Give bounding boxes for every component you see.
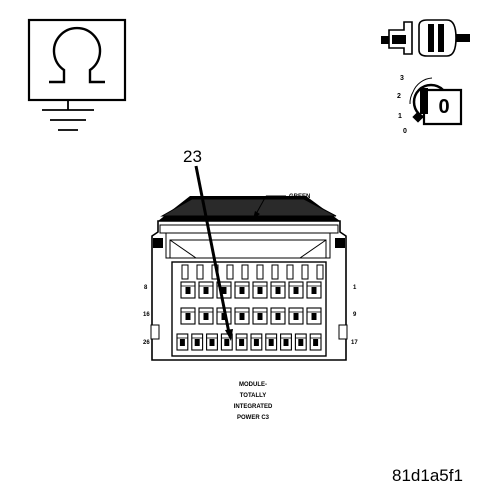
caption-line-3: INTEGRATED xyxy=(233,404,273,410)
wire-color-leader xyxy=(255,195,267,215)
terminal-pin xyxy=(311,287,317,294)
pin-callout-leader xyxy=(194,165,231,334)
cavity-guide xyxy=(301,264,309,280)
cavity-guide xyxy=(271,264,279,280)
ohmmeter-ground-icon xyxy=(27,18,127,131)
caption-line-4: POWER C3 xyxy=(236,415,269,421)
caption-line-2: TOTALLY xyxy=(239,393,267,399)
ignition-position-2: 2 xyxy=(397,93,401,100)
terminal-pin xyxy=(311,313,317,320)
terminal-pin xyxy=(239,313,245,320)
ignition-position-0: 0 xyxy=(403,128,407,135)
terminal-pin xyxy=(221,287,227,294)
cavity-guide xyxy=(256,264,264,280)
pin-label-mid-left: 16 xyxy=(143,312,150,318)
terminal-pin xyxy=(298,339,304,346)
terminal-pin xyxy=(293,287,299,294)
terminal-pin xyxy=(239,287,245,294)
terminal-pin xyxy=(239,339,245,346)
ignition-position-1: 1 xyxy=(398,113,402,120)
pin-label-top-left: 8 xyxy=(144,285,148,291)
cavity-guide xyxy=(241,264,249,280)
pin-label-top-right: 1 xyxy=(353,285,357,291)
terminal-pin xyxy=(293,313,299,320)
ignition-position-3: 3 xyxy=(400,75,404,82)
terminal-pin xyxy=(275,313,281,320)
connector-disconnect-icon xyxy=(381,19,470,57)
terminal-pin xyxy=(257,287,263,294)
cavity-guide xyxy=(226,264,234,280)
figure-code: 81d1a5f1 xyxy=(392,466,463,485)
pin-label-mid-right: 9 xyxy=(353,312,357,318)
terminal-pin xyxy=(283,339,289,346)
terminal-pin xyxy=(253,339,259,346)
terminal-pin xyxy=(224,339,230,346)
terminal-pin xyxy=(194,339,200,346)
terminal-pin xyxy=(268,339,274,346)
cavity-guide xyxy=(181,264,189,280)
ignition-key-label: 0 xyxy=(438,96,449,118)
terminal-pin xyxy=(179,339,185,346)
ignition-switch-icon: 3 2 1 0 0 xyxy=(397,75,463,135)
terminal-pin xyxy=(275,287,281,294)
terminal-pin xyxy=(257,313,263,320)
connector-cavities xyxy=(176,264,324,351)
terminal-pin xyxy=(221,313,227,320)
cavity-guide xyxy=(316,264,324,280)
caption-line-1: MODULE- xyxy=(239,382,267,388)
wire-color-label: GREEN xyxy=(289,194,310,200)
pin-callout-number: 23 xyxy=(183,147,202,166)
pin-label-bottom-left: 26 xyxy=(143,340,150,346)
terminal-pin xyxy=(185,287,191,294)
cavity-guide xyxy=(286,264,294,280)
terminal-pin xyxy=(203,313,209,320)
terminal-pin xyxy=(185,313,191,320)
pin-label-bottom-right: 17 xyxy=(351,340,358,346)
terminal-pin xyxy=(313,339,319,346)
connector-caption: MODULE- TOTALLY INTEGRATED POWER C3 xyxy=(208,380,298,424)
cavity-guide xyxy=(196,264,204,280)
terminal-pin xyxy=(209,339,215,346)
terminal-pin xyxy=(203,287,209,294)
